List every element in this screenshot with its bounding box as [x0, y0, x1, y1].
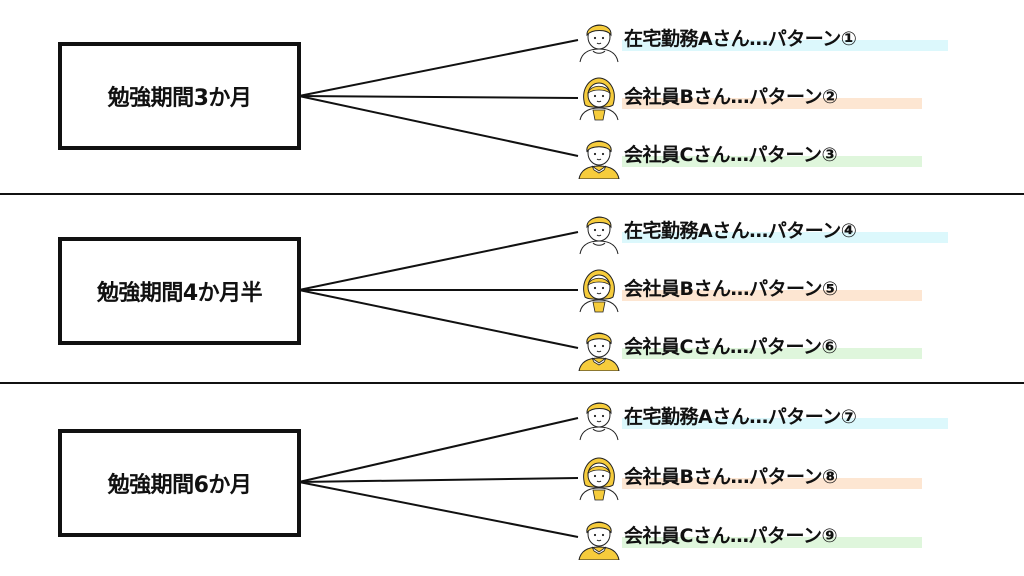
- pattern-label: 会社員Bさん…パターン②: [622, 85, 922, 109]
- period-box-6-months: 勉強期間6か月: [58, 429, 301, 537]
- connector-line: [298, 231, 579, 291]
- pattern-text: 在宅勤務Aさん…パターン⑦: [624, 406, 857, 428]
- period-label: 勉強期間4か月半: [96, 281, 263, 306]
- connector-line: [298, 417, 579, 483]
- pattern-label: 会社員Bさん…パターン⑧: [622, 465, 922, 489]
- pattern-label: 会社員Cさん…パターン③: [622, 143, 922, 167]
- pattern-label: 在宅勤務Aさん…パターン①: [622, 27, 948, 51]
- period-label: 勉強期間3か月: [107, 86, 252, 111]
- pattern-label: 会社員Cさん…パターン⑥: [622, 335, 922, 359]
- man-icon: [576, 209, 622, 255]
- pattern-label: 在宅勤務Aさん…パターン⑦: [622, 405, 948, 429]
- pattern-text: 会社員Cさん…パターン⑨: [624, 525, 838, 547]
- boy-icon: [576, 325, 622, 372]
- woman-icon: [576, 75, 622, 121]
- connector-line: [298, 289, 579, 349]
- pattern-text: 会社員Cさん…パターン⑥: [624, 336, 838, 358]
- period-box-3-months: 勉強期間3か月: [58, 42, 301, 150]
- connector-line: [298, 481, 579, 538]
- woman-icon: [576, 267, 622, 313]
- pattern-label: 在宅勤務Aさん…パターン④: [622, 219, 948, 243]
- pattern-text: 会社員Bさん…パターン②: [624, 86, 838, 108]
- pattern-text: 在宅勤務Aさん…パターン④: [624, 220, 857, 242]
- connector-line: [298, 95, 579, 157]
- boy-icon: [576, 514, 622, 561]
- man-icon: [576, 17, 622, 63]
- pattern-text: 在宅勤務Aさん…パターン①: [624, 28, 857, 50]
- period-label: 勉強期間6か月: [107, 473, 252, 498]
- pattern-label: 会社員Cさん…パターン⑨: [622, 524, 922, 548]
- woman-icon: [576, 455, 622, 501]
- connector-line: [298, 39, 579, 97]
- connector-line: [298, 95, 579, 99]
- pattern-text: 会社員Cさん…パターン③: [624, 144, 838, 166]
- connector-line: [298, 477, 579, 483]
- man-icon: [576, 395, 622, 441]
- period-box-4-5-months: 勉強期間4か月半: [58, 237, 301, 345]
- boy-icon: [576, 133, 622, 180]
- pattern-text: 会社員Bさん…パターン⑤: [624, 278, 838, 300]
- section-divider: [0, 193, 1024, 195]
- pattern-label: 会社員Bさん…パターン⑤: [622, 277, 922, 301]
- pattern-text: 会社員Bさん…パターン⑧: [624, 466, 838, 488]
- section-divider: [0, 382, 1024, 384]
